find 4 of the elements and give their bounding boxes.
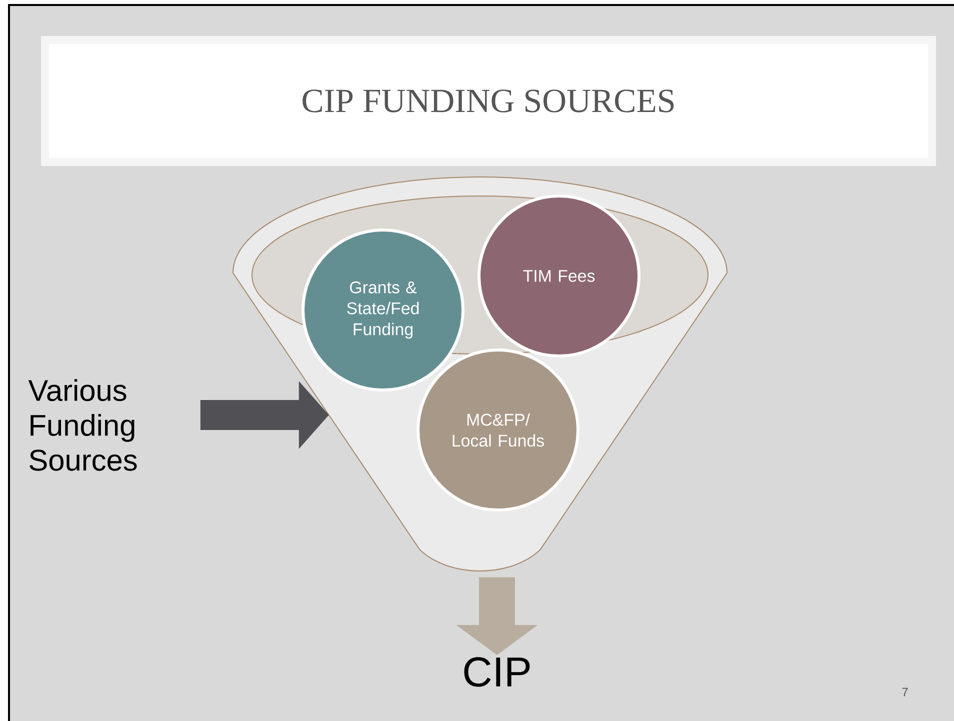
result-label: CIP — [464, 657, 530, 687]
title-banner: CIP FUNDING SOURCES — [41, 36, 936, 166]
side-label: Various Funding Sources — [28, 379, 137, 471]
page-number: 7 — [902, 688, 908, 696]
